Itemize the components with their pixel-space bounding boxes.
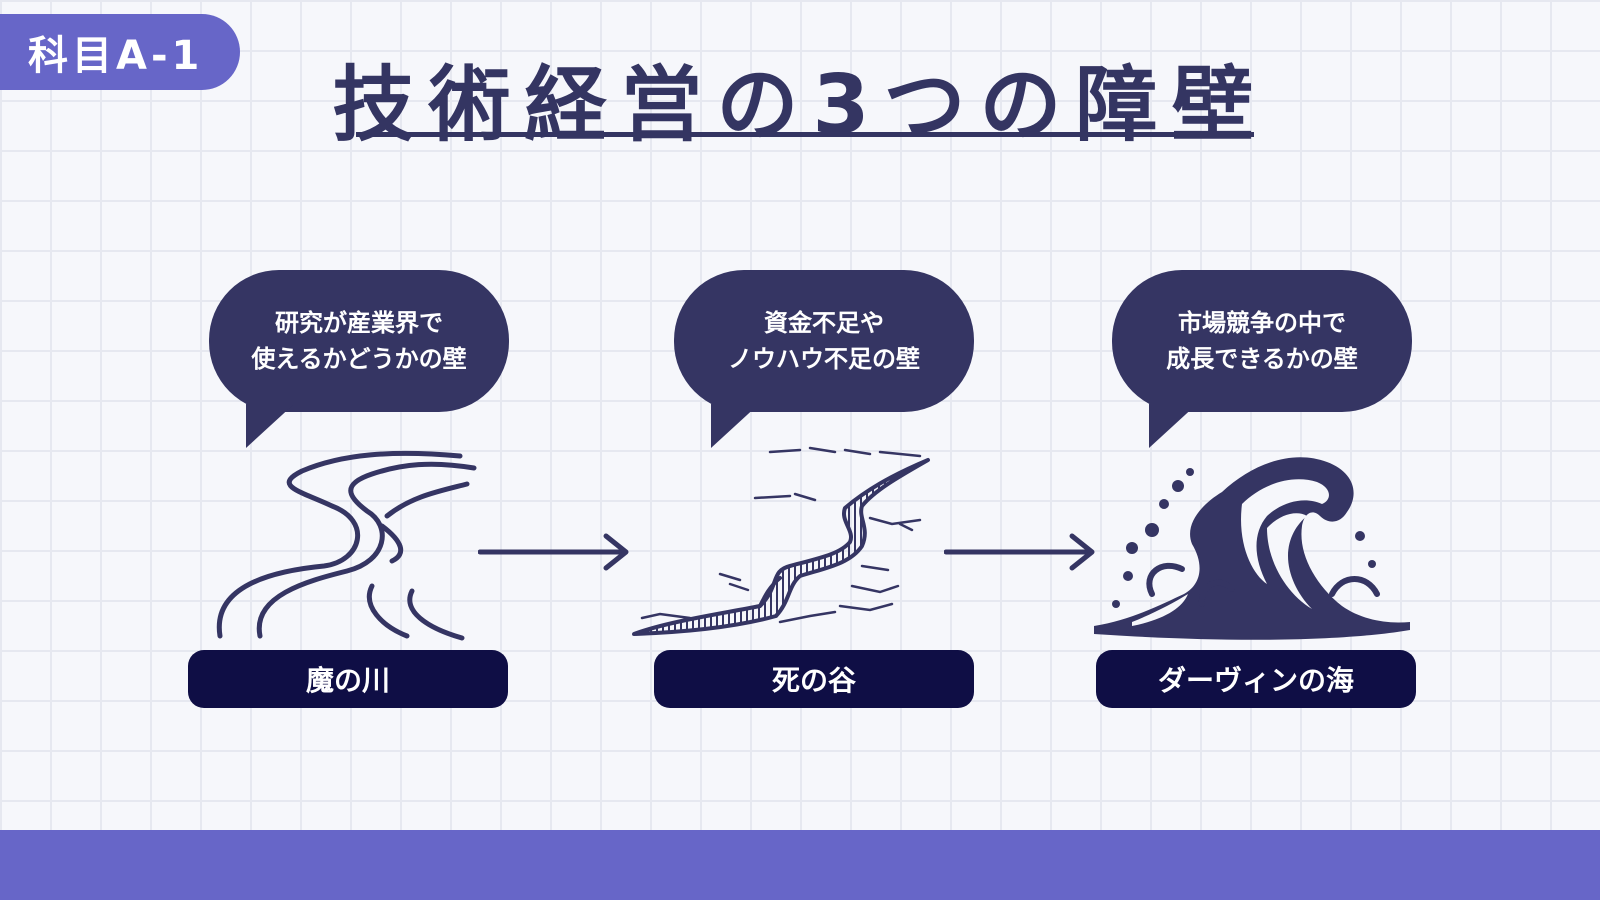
bubble-2-line-1: 資金不足や [764,309,884,337]
bubble-3-line-1: 市場競争の中で [1178,309,1346,337]
speech-bubble-1: 研究が産業界で 使えるかどうかの壁 [209,270,509,412]
speech-bubble-2: 資金不足や ノウハウ不足の壁 [674,270,974,412]
stage-label-3: ダーヴィンの海 [1096,650,1416,708]
speech-bubble-3-tail [1149,404,1197,448]
arrow-right-icon [478,533,629,571]
wave-icon [1094,457,1410,640]
arrow-right-icon [944,533,1095,571]
footer-band [0,830,1600,900]
page-title: 技術経営の3つの障壁 [332,58,1268,153]
bubble-3-line-2: 成長できるかの壁 [1166,345,1358,373]
bubble-2-line-2: ノウハウ不足の壁 [728,345,920,373]
subject-tag: 科目A-1 [0,14,240,90]
title-underline [356,132,1254,137]
speech-bubble-3: 市場競争の中で 成長できるかの壁 [1112,270,1412,412]
speech-bubble-1-tail [246,404,294,448]
stage-label-1: 魔の川 [188,650,508,708]
bubble-1-line-1: 研究が産業界で [275,309,443,337]
stage-label-2: 死の谷 [654,650,974,708]
river-icon [216,450,477,641]
speech-bubble-2-tail [711,404,759,448]
bubble-1-line-2: 使えるかどうかの壁 [251,345,467,373]
valley-icon [632,446,930,636]
